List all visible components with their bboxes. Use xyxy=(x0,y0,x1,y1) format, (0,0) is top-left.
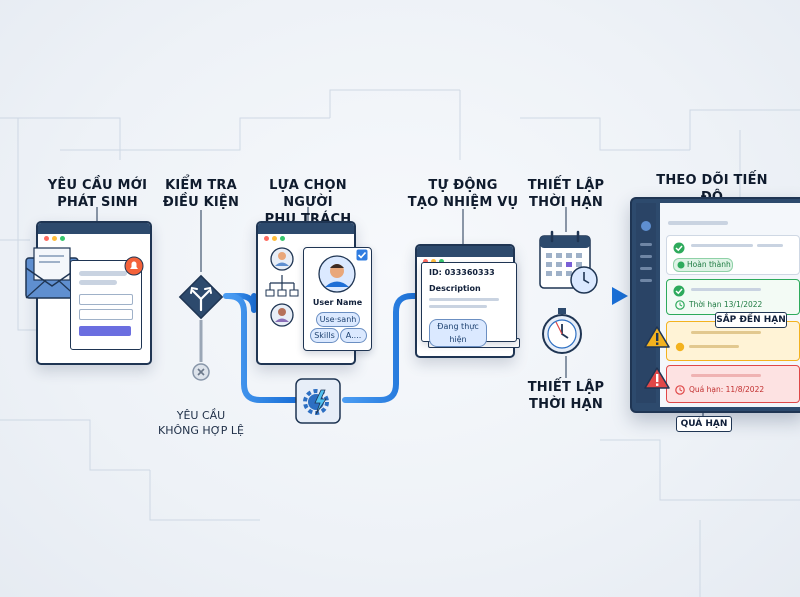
form-card xyxy=(70,260,142,350)
tag-pill: Use·sanh xyxy=(316,312,360,327)
step1-title: YÊU CẦU MỚI PHÁT SINH xyxy=(47,178,148,210)
dashboard-sidebar xyxy=(636,203,656,403)
dashboard-main: Hoàn thành Thời hạn 13/1/2022 xyxy=(660,203,800,407)
submit-button xyxy=(79,326,131,336)
alert-icon xyxy=(644,367,670,389)
check-circle-icon xyxy=(673,242,685,254)
clock-icon xyxy=(675,342,685,352)
warning-icon xyxy=(644,326,670,348)
skills-pill: Skills xyxy=(310,328,339,343)
clock-icon xyxy=(675,385,685,395)
invalid-request-caption: YÊU CẦU KHÔNG HỢP LỆ xyxy=(158,409,244,437)
step2-title: KIỂM TRA ĐIỀU KIỆN xyxy=(162,178,240,210)
status-badge: Đang thực hiện xyxy=(429,319,487,347)
status-badge: Hoàn thành xyxy=(673,258,733,272)
org-chart-icon xyxy=(265,247,299,327)
overdue-tag: QUÁ HẠN xyxy=(676,416,732,432)
due-soon-tag: SẮP ĐẾN HẠN xyxy=(715,312,787,328)
task-row-overdue: Quá hạn: 11/8/2022 xyxy=(666,365,800,403)
checkbox-checked-icon xyxy=(356,249,368,261)
progress-dashboard: Hoàn thành Thời hạn 13/1/2022 xyxy=(630,197,800,413)
task-row-done: Hoàn thành xyxy=(666,235,800,275)
deadline-text: Thời hạn 13/1/2022 xyxy=(689,300,763,309)
step5-title: THIẾT LẬP THỜI HẠN xyxy=(527,178,605,210)
step4-title: TỰ ĐỘNG TẠO NHIỆM VỤ xyxy=(407,178,519,210)
overdue-deadline-text: Quá hạn: 11/8/2022 xyxy=(689,385,765,394)
task-row-on-track: Thời hạn 13/1/2022 xyxy=(666,279,800,315)
avatar xyxy=(318,255,356,293)
clock-icon xyxy=(675,300,685,310)
task-id: ID: 033360333 xyxy=(429,268,495,277)
check-circle-icon xyxy=(673,285,685,297)
deadline-caption: THIẾT LẬP THỜI HẠN xyxy=(527,380,605,412)
task-card: ID: 033360333 Description Đang thực hiện xyxy=(421,262,517,347)
user-name-label: User Name xyxy=(312,298,363,307)
app-logo-icon xyxy=(641,221,651,231)
reject-x-icon xyxy=(192,363,210,381)
description-label: Description xyxy=(429,284,481,293)
bell-icon xyxy=(124,256,144,276)
deadline-illustration xyxy=(539,230,598,354)
decision-diamond-icon xyxy=(178,274,224,320)
user-profile-card: User Name Use·sanh Skills A.... xyxy=(303,247,372,351)
tag-pill: A.... xyxy=(340,328,367,343)
automation-gear-icon xyxy=(295,378,341,424)
